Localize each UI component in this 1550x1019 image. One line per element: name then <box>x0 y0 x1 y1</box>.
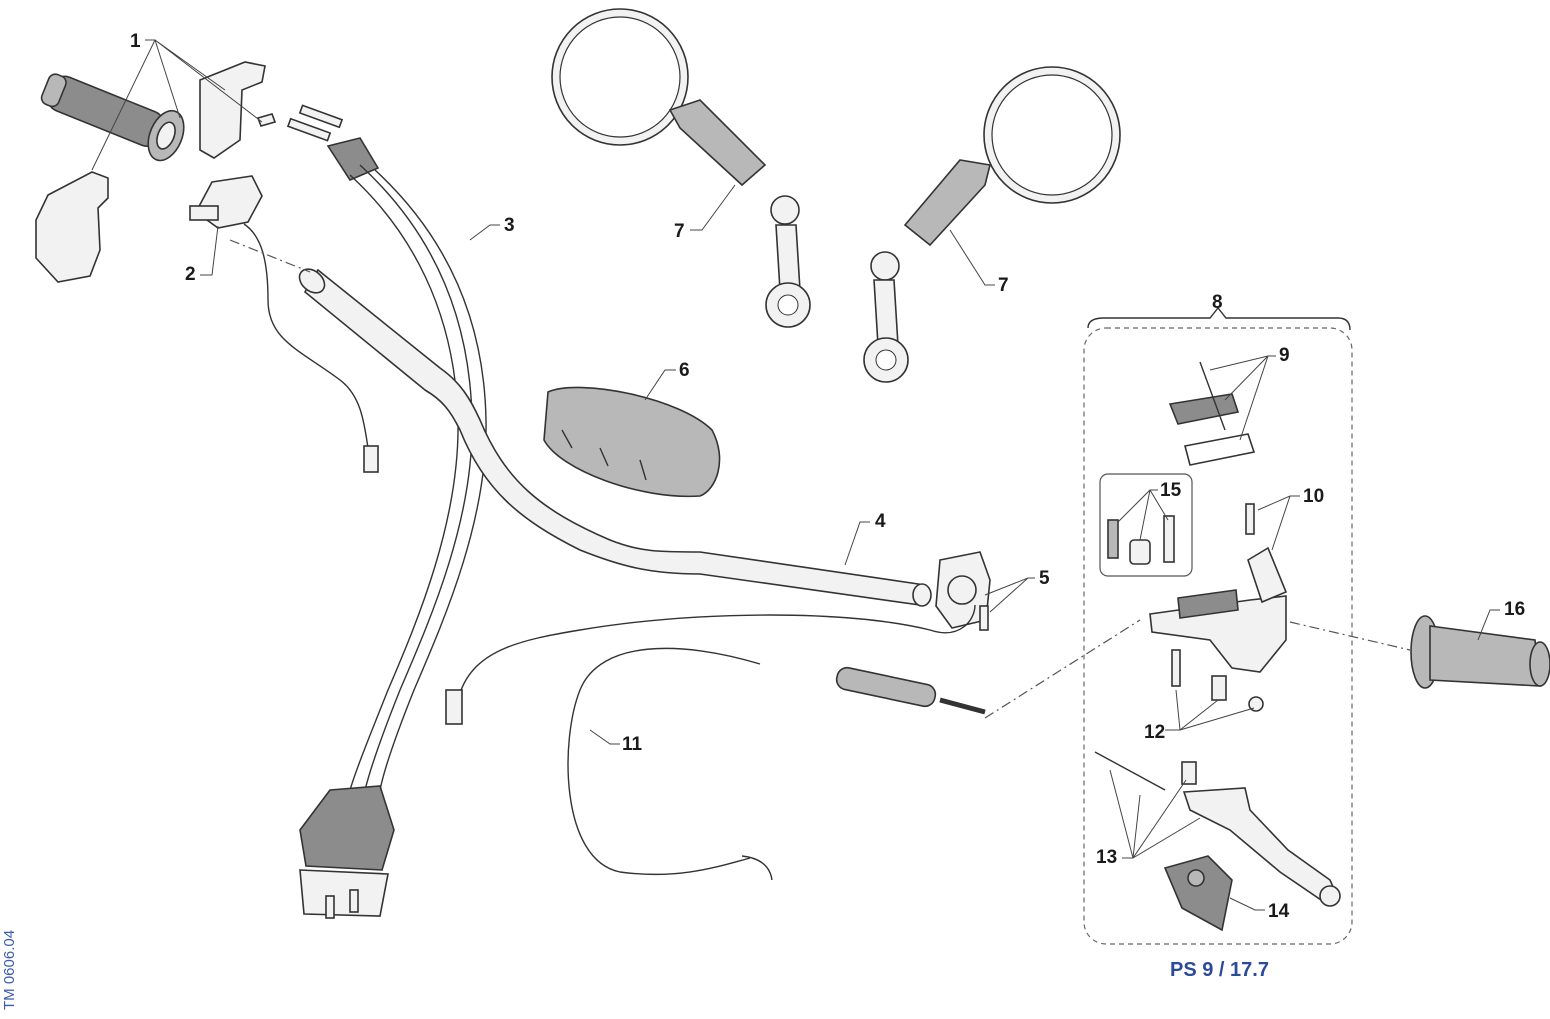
label-5: 5 <box>1039 568 1050 589</box>
clutch-cable <box>445 604 1141 881</box>
label-8: 8 <box>1212 292 1223 313</box>
label-16: 16 <box>1504 599 1525 620</box>
handlebar <box>229 239 932 607</box>
clutch-master-cylinder-group <box>1083 306 1353 945</box>
label-6: 6 <box>679 360 690 381</box>
handlebar-clamp <box>935 551 991 631</box>
label-7-right: 7 <box>998 275 1009 296</box>
label-3: 3 <box>504 215 515 236</box>
leader-lines <box>91 39 1500 911</box>
label-2: 2 <box>185 264 196 285</box>
left-grip <box>1289 615 1550 689</box>
side-code: TM 0606.04 <box>1 930 18 1010</box>
reference-code: PS 9 / 17.7 <box>1170 959 1269 981</box>
throttle-cables <box>286 104 487 919</box>
label-4: 4 <box>875 511 886 532</box>
label-7-left: 7 <box>674 221 685 242</box>
label-11: 11 <box>622 734 643 755</box>
label-15: 15 <box>1160 480 1182 501</box>
callout-labels: 1 2 3 4 5 6 7 7 8 9 10 11 12 13 14 15 16… <box>1 31 1525 1010</box>
label-12: 12 <box>1144 722 1165 743</box>
label-10: 10 <box>1303 486 1324 507</box>
label-13: 13 <box>1096 847 1117 868</box>
label-9: 9 <box>1279 345 1290 366</box>
throttle-grip-assembly <box>35 61 277 283</box>
brake-switch <box>189 175 379 473</box>
label-1: 1 <box>130 31 141 52</box>
label-14: 14 <box>1268 901 1290 922</box>
mirror-left <box>551 8 811 328</box>
mirror-right <box>863 66 1121 383</box>
handlebar-pad <box>543 386 721 498</box>
